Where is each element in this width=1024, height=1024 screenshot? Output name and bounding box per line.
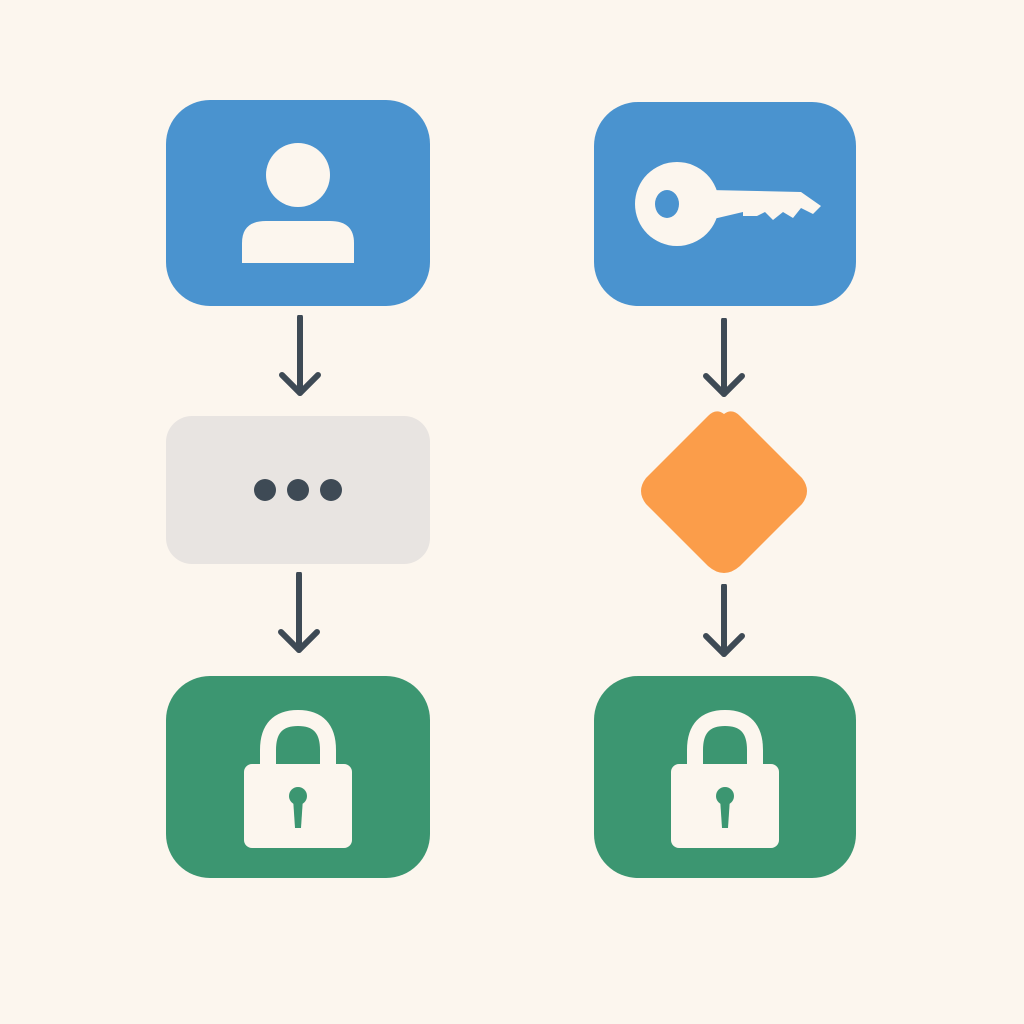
decision-diamond xyxy=(641,411,807,573)
arrow-down-icon xyxy=(278,572,320,653)
user-icon xyxy=(242,143,354,263)
process-node xyxy=(166,416,430,564)
lock-icon xyxy=(671,709,779,848)
lock-icon xyxy=(244,709,352,848)
secured-node-left xyxy=(166,676,430,878)
arrow-down-icon xyxy=(703,318,745,397)
user-node xyxy=(166,100,430,306)
key-icon xyxy=(635,162,821,246)
arrow-down-icon xyxy=(703,584,745,657)
key-node xyxy=(594,102,856,306)
arrow-down-icon xyxy=(279,315,321,396)
secured-node-right xyxy=(594,676,856,878)
ellipsis-icon xyxy=(254,479,342,501)
